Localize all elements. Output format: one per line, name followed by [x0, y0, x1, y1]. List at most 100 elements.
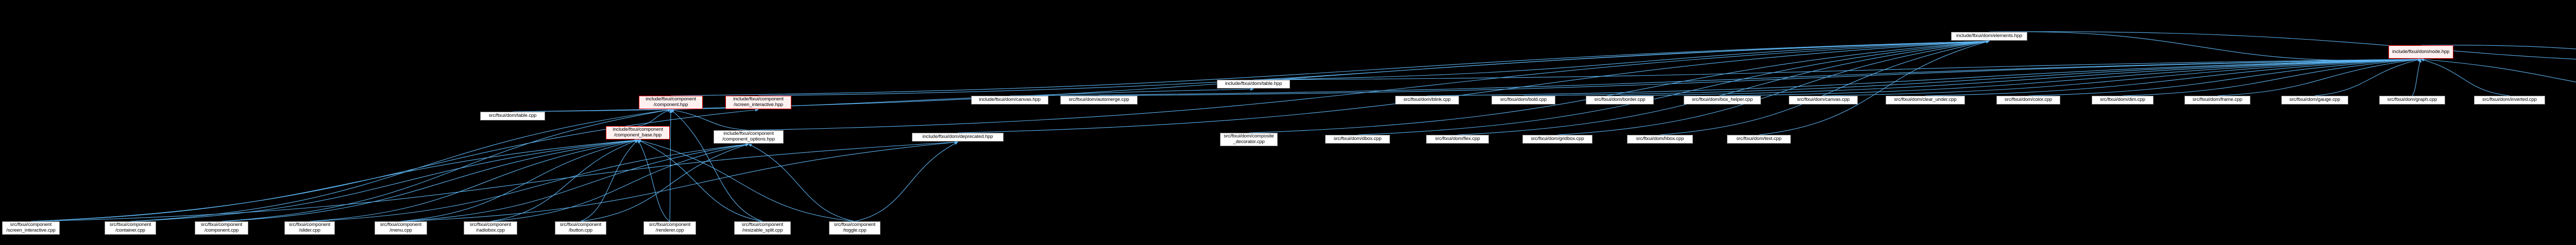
- graph-edge: [1253, 58, 2421, 80]
- graph-node[interactable]: src/ftxui/dom/inverted.cpp: [2474, 96, 2545, 104]
- graph-node[interactable]: src/ftxui/dom/composite _decorator.cpp: [1220, 133, 1278, 146]
- graph-edge: [30, 138, 638, 222]
- graph-node[interactable]: src/ftxui/component /container.cpp: [105, 221, 156, 235]
- graph-edge: [580, 139, 638, 222]
- graph-edge: [1925, 58, 2421, 96]
- graph-edge: [670, 109, 749, 131]
- graph-node[interactable]: src/ftxui/dom/canvas.cpp: [1789, 96, 1858, 104]
- graph-edge: [130, 138, 638, 222]
- graph-edge: [2420, 58, 2510, 96]
- graph-node[interactable]: src/ftxui/dom/dbox.cpp: [1325, 135, 1390, 144]
- graph-edge: [580, 143, 749, 222]
- graph-node[interactable]: src/ftxui/dom/box_helper.cpp: [1684, 96, 1761, 104]
- graph-edge: [637, 109, 671, 127]
- graph-edge: [490, 143, 749, 222]
- graph-edge: [2122, 58, 2421, 96]
- graph-node[interactable]: src/ftxui/dom/blink.cpp: [1395, 96, 1459, 104]
- graph-node[interactable]: src/ftxui/component /screen_interactive.…: [2, 221, 60, 235]
- graph-node-label: src/ftxui/dom/hbox.cpp: [1636, 136, 1684, 142]
- graph-node-label: src/ftxui/dom/canvas.cpp: [1797, 97, 1850, 103]
- graph-node[interactable]: include/ftxui/dom/elements.hpp: [1951, 32, 2027, 41]
- graph-edge: [1989, 31, 2421, 61]
- graph-node-label: src/ftxui/dom/flex.cpp: [1435, 136, 1480, 142]
- graph-node[interactable]: src/ftxui/dom/clear_under.cpp: [1886, 96, 1965, 104]
- graph-node[interactable]: src/ftxui/component /button.cpp: [555, 221, 606, 235]
- graph-node[interactable]: src/ftxui/dom/automerge.cpp: [1060, 96, 1138, 104]
- graph-node-label: include/ftxui/dom/elements.hpp: [1956, 33, 2022, 39]
- graph-edge: [490, 139, 638, 222]
- graph-node[interactable]: include/ftxui/dom/node.hpp: [2388, 45, 2453, 59]
- graph-edge: [1098, 58, 2421, 96]
- graph-edge: [400, 143, 749, 222]
- graph-node[interactable]: include/ftxui/component /component.hpp: [639, 96, 703, 109]
- graph-node[interactable]: src/ftxui/dom/graph.cpp: [2379, 96, 2445, 104]
- graph-node-label: src/ftxui/dom/dim.cpp: [2100, 97, 2145, 103]
- graph-node[interactable]: src/ftxui/component /renderer.cpp: [643, 221, 696, 235]
- graph-node-label: src/ftxui/dom/graph.cpp: [2387, 97, 2437, 103]
- graph-edge: [758, 40, 1990, 96]
- graph-edge: [221, 138, 638, 222]
- graph-node-label: src/ftxui/component /resizable_split.cpp: [741, 222, 784, 233]
- graph-node-label: src/ftxui/dom/frame.cpp: [2192, 97, 2243, 103]
- graph-node[interactable]: include/ftxui/component /component_base.…: [606, 126, 670, 139]
- graph-node[interactable]: src/ftxui/dom/table.cpp: [480, 112, 545, 120]
- graph-edge: [221, 109, 671, 222]
- graph-node-label: src/ftxui/component /container.cpp: [109, 222, 151, 233]
- graph-edge: [2028, 58, 2421, 96]
- graph-node-label: src/ftxui/component /renderer.cpp: [649, 222, 691, 233]
- graph-node[interactable]: src/ftxui/dom/text.cpp: [1727, 135, 1791, 144]
- graph-node[interactable]: src/ftxui/dom/hbox.cpp: [1627, 135, 1693, 144]
- graph-edge: [1253, 40, 1990, 80]
- graph-node[interactable]: include/ftxui/component /component_optio…: [714, 130, 784, 144]
- graph-node-label: include/ftxui/dom/table.hpp: [1225, 81, 1282, 87]
- graph-edge: [1457, 40, 1990, 135]
- graph-node-label: src/ftxui/dom/inverted.cpp: [2482, 97, 2537, 103]
- graph-node[interactable]: src/ftxui/dom/dim.cpp: [2092, 96, 2154, 104]
- graph-node-label: src/ftxui/component /radiobox.cpp: [469, 222, 512, 233]
- graph-node[interactable]: src/ftxui/component /slider.cpp: [284, 221, 335, 235]
- graph-node[interactable]: src/ftxui/component /component.cpp: [195, 221, 248, 235]
- graph-node[interactable]: src/ftxui/dom/bold.cpp: [1492, 96, 1555, 104]
- graph-edge: [1427, 58, 2421, 96]
- graph-node[interactable]: src/ftxui/dom/color.cpp: [1996, 96, 2060, 104]
- graph-node[interactable]: src/ftxui/dom/gauge.cpp: [2281, 96, 2348, 104]
- graph-node-label: include/ftxui/component /component.hpp: [646, 96, 696, 108]
- graph-edge: [400, 141, 958, 222]
- graph-node[interactable]: src/ftxui/dom/frame.cpp: [2184, 96, 2250, 104]
- graph-edge: [1619, 58, 2421, 96]
- graph-node[interactable]: include/ftxui/component /screen_interact…: [725, 96, 791, 109]
- graph-node-label: src/ftxui/dom/blink.cpp: [1403, 97, 1451, 103]
- graph-node-label: src/ftxui/dom/gridbox.cpp: [1531, 136, 1584, 142]
- graph-node[interactable]: src/ftxui/dom/flex.cpp: [1426, 135, 1489, 144]
- graph-node-label: src/ftxui/component /menu.cpp: [380, 222, 422, 233]
- graph-edge: [1823, 58, 2421, 96]
- graph-node-label: src/ftxui/dom/box_helper.cpp: [1691, 97, 1753, 103]
- graph-node[interactable]: include/ftxui/dom/canvas.hpp: [971, 96, 1048, 104]
- graph-node[interactable]: src/ftxui/component /toggle.cpp: [829, 221, 880, 235]
- graph-node-label: src/ftxui/dom/automerge.cpp: [1069, 97, 1129, 103]
- graph-edge: [637, 139, 763, 222]
- graph-node[interactable]: include/ftxui/dom/table.hpp: [1217, 80, 1290, 89]
- graph-edge: [748, 144, 855, 222]
- graph-node-label: src/ftxui/dom/clear_under.cpp: [1894, 97, 1957, 103]
- graph-edge: [2217, 58, 2421, 96]
- graph-node[interactable]: src/ftxui/dom/border.cpp: [1586, 96, 1654, 104]
- graph-edge: [1357, 40, 1990, 135]
- graph-edge: [1523, 58, 2421, 96]
- graph-node-label: src/ftxui/dom/composite _decorator.cpp: [1224, 133, 1274, 145]
- graph-node-label: src/ftxui/dom/gauge.cpp: [2289, 97, 2341, 103]
- graph-node[interactable]: src/ftxui/component /resizable_split.cpp: [734, 221, 791, 235]
- graph-edge: [637, 139, 855, 222]
- graph-edge: [2412, 59, 2421, 96]
- graph-node[interactable]: include/ftxui/dom/deprecated.hpp: [912, 133, 1004, 142]
- graph-node-label: include/ftxui/dom/canvas.hpp: [979, 97, 1041, 103]
- graph-edge: [957, 40, 1990, 133]
- graph-node[interactable]: src/ftxui/component /menu.cpp: [375, 221, 427, 235]
- graph-edge: [309, 143, 749, 222]
- graph-edge: [1557, 40, 1990, 135]
- graph-node[interactable]: src/ftxui/dom/gridbox.cpp: [1522, 135, 1592, 144]
- graph-node[interactable]: src/ftxui/component /radiobox.cpp: [464, 221, 517, 235]
- graph-node-label: src/ftxui/dom/color.cpp: [2004, 97, 2053, 103]
